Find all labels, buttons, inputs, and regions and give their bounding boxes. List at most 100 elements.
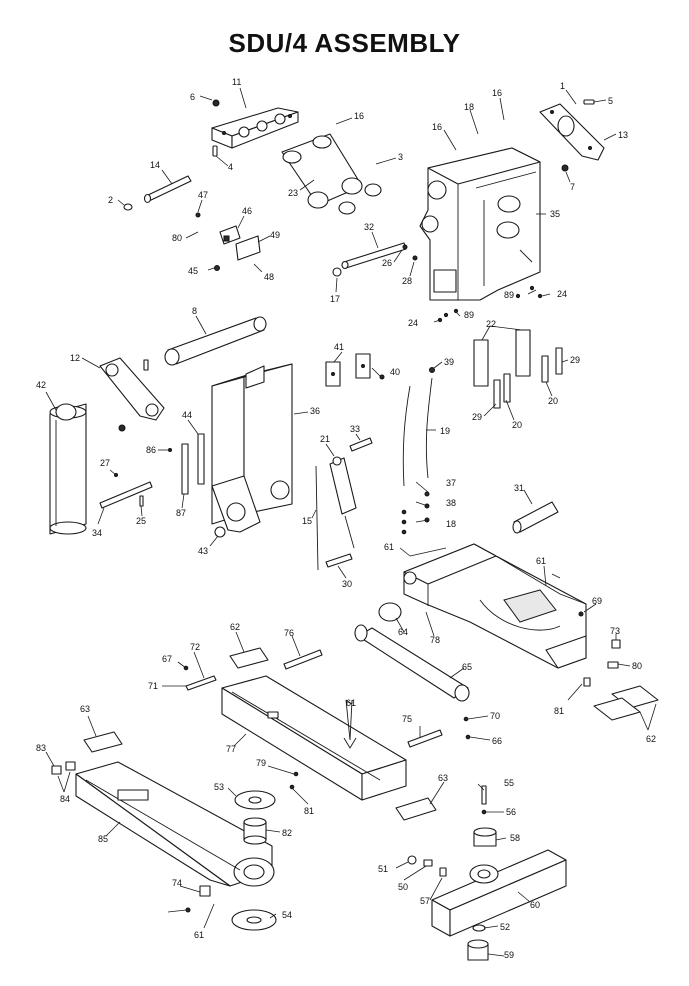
- callout-29b: 29: [472, 412, 482, 422]
- part-66-screw: [465, 734, 471, 740]
- callout-89b: 89: [464, 310, 474, 320]
- part-72-strip: [185, 675, 217, 691]
- callout-41: 41: [334, 342, 344, 352]
- part-78-frame: [403, 543, 587, 669]
- part-73-block: [611, 639, 621, 649]
- part-24-screw-c: [537, 293, 543, 299]
- part-32-pin: [341, 242, 407, 270]
- part-76-pin: [283, 649, 323, 670]
- part-61-fitting-a: [401, 509, 407, 515]
- callout-39: 39: [444, 357, 454, 367]
- callout-64: 64: [398, 627, 408, 637]
- callout-63b: 63: [438, 773, 448, 783]
- callout-77: 77: [226, 744, 236, 754]
- callout-43: 43: [198, 546, 208, 556]
- callout-58: 58: [510, 833, 520, 843]
- callout-73: 73: [610, 626, 620, 636]
- callout-6: 6: [190, 92, 195, 102]
- callout-23: 23: [288, 188, 298, 198]
- callout-53: 53: [214, 782, 224, 792]
- callout-78: 78: [430, 635, 440, 645]
- callout-13: 13: [618, 130, 628, 140]
- callout-36: 36: [310, 406, 320, 416]
- callout-65: 65: [462, 662, 472, 672]
- part-15-rod: [315, 465, 319, 571]
- part-37-fitting: [424, 491, 430, 497]
- part-68-screw: [185, 907, 191, 913]
- callout-83: 83: [36, 743, 46, 753]
- callout-20a: 20: [548, 396, 558, 406]
- callout-51: 51: [378, 864, 388, 874]
- callout-66: 66: [492, 736, 502, 746]
- callout-37: 37: [446, 478, 456, 488]
- callout-55: 55: [504, 778, 514, 788]
- part-11-top-bracket: [211, 107, 299, 149]
- part-33-pin: [349, 437, 373, 452]
- part-57-block: [439, 867, 447, 877]
- part-56-screw: [481, 809, 487, 815]
- callout-12: 12: [70, 353, 80, 363]
- callout-70: 70: [490, 711, 500, 721]
- part-85-lower-arm: [75, 761, 275, 887]
- callout-21: 21: [320, 434, 330, 444]
- callout-24a: 24: [557, 289, 567, 299]
- part-46-bracket: [219, 225, 241, 245]
- part-36-mast-column: [211, 363, 293, 533]
- part-4-pin: [212, 145, 218, 157]
- callout-81b: 81: [554, 706, 564, 716]
- part-12-bracket: [99, 357, 165, 421]
- part-7-nut: [561, 164, 569, 172]
- part-2-washer: [123, 203, 133, 211]
- callout-72: 72: [190, 642, 200, 652]
- part-30-pin: [325, 553, 353, 568]
- callout-61c: 61: [346, 698, 356, 708]
- diagram-title: SDU/4 ASSEMBLY: [228, 28, 461, 58]
- part-74-block: [199, 885, 211, 897]
- callout-16b: 16: [492, 88, 502, 98]
- callout-27: 27: [100, 458, 110, 468]
- callout-17: 17: [330, 294, 340, 304]
- part-69-screw: [578, 611, 584, 617]
- callout-16c: 16: [432, 122, 442, 132]
- callout-89a: 89: [504, 290, 514, 300]
- callout-61a: 61: [384, 542, 394, 552]
- callout-62a: 62: [230, 622, 240, 632]
- part-19-hose-a: [402, 385, 411, 487]
- callout-81a: 81: [304, 806, 314, 816]
- callout-71: 71: [148, 681, 158, 691]
- part-45-nut: [214, 265, 220, 271]
- part-62-pads-right: [593, 685, 659, 721]
- callout-29a: 29: [570, 355, 580, 365]
- part-21-cylinder: [329, 456, 357, 549]
- part-22-plate-a: [473, 339, 489, 387]
- callout-34: 34: [92, 528, 102, 538]
- callout-57: 57: [420, 896, 430, 906]
- part-20-strip-b: [503, 373, 511, 403]
- callout-52: 52: [500, 922, 510, 932]
- callout-labels: 1 2 3 4 5 6 7 8 11 12 13 14 15 16 16 16 …: [36, 77, 656, 960]
- leader-lines: [45, 87, 657, 957]
- callout-47: 47: [198, 190, 208, 200]
- callout-61d: 61: [194, 930, 204, 940]
- part-80-screw: [515, 293, 521, 299]
- callout-11: 11: [232, 77, 241, 87]
- part-40-screw: [379, 374, 385, 380]
- callout-63a: 63: [80, 704, 90, 714]
- callout-50: 50: [398, 882, 408, 892]
- callout-86: 86: [146, 445, 156, 455]
- callout-19: 19: [440, 426, 450, 436]
- callout-4: 4: [228, 162, 233, 172]
- part-42-cylinder: [49, 403, 87, 535]
- callout-75: 75: [402, 714, 412, 724]
- part-29-strip-b: [555, 347, 563, 375]
- callout-38: 38: [446, 498, 456, 508]
- callout-22: 22: [486, 319, 496, 329]
- callout-1: 1: [560, 81, 565, 91]
- callout-59: 59: [504, 950, 514, 960]
- callout-20b: 20: [512, 420, 522, 430]
- callout-35: 35: [550, 209, 560, 219]
- callout-87: 87: [176, 508, 186, 518]
- part-59-bushing: [467, 939, 489, 961]
- callout-80b: 80: [632, 661, 642, 671]
- callout-76: 76: [284, 628, 294, 638]
